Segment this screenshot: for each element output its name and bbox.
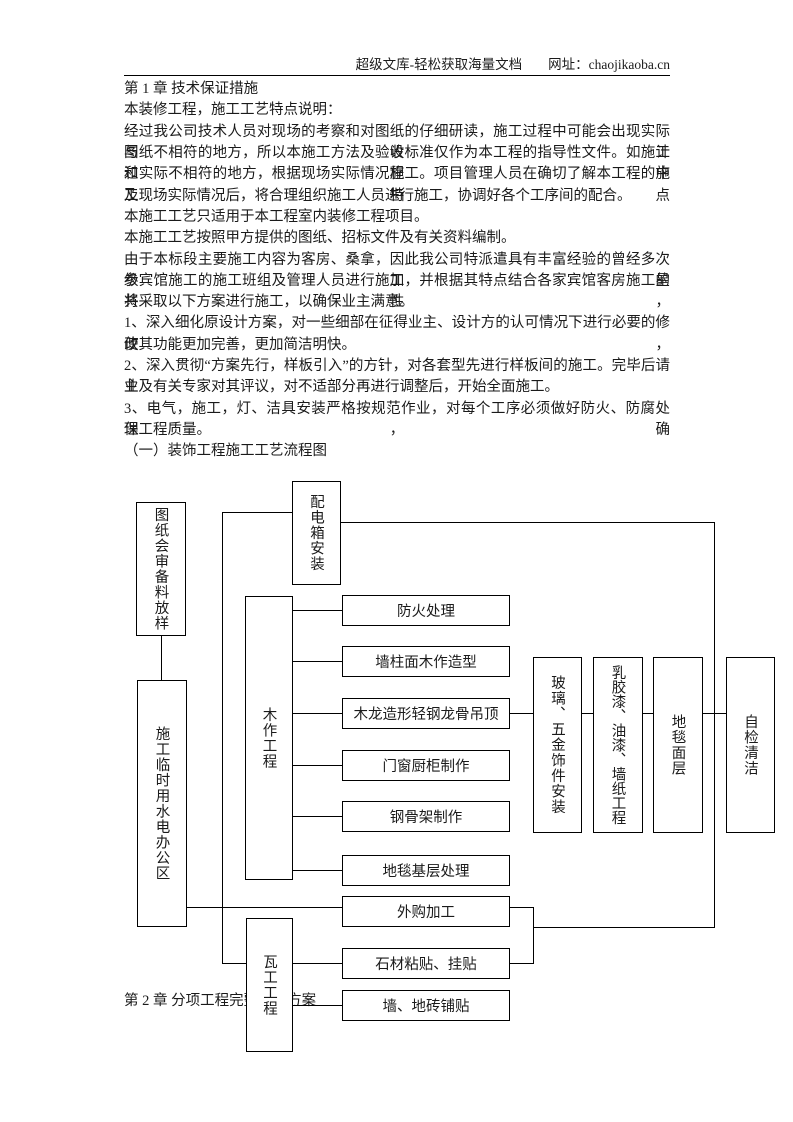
header-site-text: 超级文库-轻松获取海量文档 (355, 57, 523, 72)
header-rule (124, 75, 670, 76)
body-line: 经过我公司技术人员对现场的考察和对图纸的仔细研读，施工过程中可能会出现实际与设计 (124, 123, 670, 161)
flow-connector-line (293, 963, 342, 964)
flow-connector-line (187, 907, 342, 908)
flow-box-keel-ceiling: 木龙造形轻钢龙骨吊顶 (342, 698, 510, 729)
flow-connector-line (510, 963, 533, 964)
flow-connector-line (222, 512, 223, 963)
body-line: 2、深入贯彻“方案先行，样板引入”的方针，对各套型先进行样板间的施工。完毕后请业 (124, 358, 670, 396)
flow-connector-line (643, 713, 653, 714)
flow-chart-caption: （一）装饰工程施工工艺流程图 (124, 443, 327, 460)
flow-connector-line (510, 713, 533, 714)
flow-box-paint-wallpaper: 乳胶漆、油漆、墙纸工程 (593, 657, 643, 833)
body-line: 主及有关专家对其评议，对不适部分再进行调整后，开始全面施工。 (124, 379, 559, 396)
flow-box-woodwork: 木作工程 (245, 596, 293, 880)
body-line: 本装修工程，施工工艺特点说明： (124, 102, 342, 119)
body-line: 使其功能更加完善，更加简洁明快。 (124, 336, 356, 353)
flow-connector-line (533, 907, 534, 964)
flow-box-stone-paste-hang: 石材粘贴、挂贴 (342, 948, 510, 979)
flow-box-temp-utilities: 施工临时用水电办公区 (137, 680, 187, 927)
flow-box-wall-floor-tile: 墙、地砖铺贴 (342, 990, 510, 1021)
document-body: 第 1 章 技术保证措施 本装修工程，施工工艺特点说明： 经过我公司技术人员对现… (124, 79, 670, 463)
body-line: 本施工工艺只适用于本工程室内装修工程项目。 (124, 208, 429, 225)
body-line: 1、深入细化原设计方案，对一些细部在征得业主、设计方的认可情况下进行必要的修改， (124, 315, 670, 353)
flow-connector-line (222, 512, 292, 513)
flow-box-power-box-install: 配电箱安装 (292, 481, 341, 585)
flow-box-drawing-review: 图纸会审备料放样 (136, 502, 186, 636)
flow-box-steel-frame: 钢骨架制作 (342, 801, 510, 832)
body-line: 3、电气，施工，灯、洁具安装严格按规范作业，对每个工序必须做好防火、防腐处理，确 (124, 400, 670, 438)
body-line: 本施工工艺按照甲方提供的图纸、招标文件及有关资料编制。 (124, 230, 516, 247)
flow-box-door-window-cabinet: 门窗厨柜制作 (342, 750, 510, 781)
flow-connector-line (341, 522, 714, 523)
flow-connector-line (293, 610, 342, 611)
flow-connector-line (161, 636, 162, 680)
chapter-1-heading: 第 1 章 技术保证措施 (124, 81, 259, 97)
header-url-text: 网址：chaojikaoba.cn (548, 57, 670, 72)
flow-connector-line (293, 870, 342, 871)
flow-connector-line (582, 713, 593, 714)
body-line: 由于本标段主要施工内容为客房、桑拿，因此我公司特派遣具有丰富经验的曾经多次参加星 (124, 251, 670, 289)
flow-box-fireproofing: 防火处理 (342, 595, 510, 626)
flow-connector-line (293, 816, 342, 817)
body-line: 级宾馆施工的施工班组及管理人员进行施工，并根据其特点结合各家宾馆客房施工的共性， (124, 272, 670, 311)
flow-box-glass-hardware: 玻璃、五金饰件安装 (533, 657, 582, 833)
flow-box-carpet-base: 地毯基层处理 (342, 855, 510, 886)
flow-connector-line (293, 661, 342, 662)
flow-connector-line (533, 927, 714, 928)
body-line: 和实际不相符的地方，根据现场实际情况施工。项目管理人员在确切了解本工程的施工特点 (124, 166, 670, 204)
flow-connector-line (714, 522, 715, 928)
flow-box-self-check-clean: 自检清洁 (726, 657, 775, 833)
flow-box-outsourced-process: 外购加工 (342, 896, 510, 927)
flow-connector-line (293, 765, 342, 766)
flow-connector-line (510, 907, 533, 908)
body-line: 图纸不相符的地方，所以本施工方法及验收标准仅作为本工程的指导性文件。如施工过程中 (124, 144, 670, 183)
flow-connector-line (293, 713, 342, 714)
flow-connector-line (222, 963, 246, 964)
body-line: 将采取以下方案进行施工，以确保业主满意。 (124, 294, 414, 311)
flow-connector-line (703, 713, 726, 714)
flow-box-carpet-surface: 地毯面层 (653, 657, 703, 833)
body-line: 保工程质量。 (124, 422, 211, 438)
page-header: 超级文库-轻松获取海量文档 网址：chaojikaoba.cn (124, 53, 670, 73)
chapter-2-heading: 第 2 章 分项工程完整施工方案 (124, 993, 317, 1009)
flow-box-wall-column-wood: 墙柱面木作造型 (342, 646, 510, 677)
body-line: 及现场实际情况后，将合理组织施工人员进行施工，协调好各个工序间的配合。 (124, 187, 632, 204)
flow-box-masonry-work: 瓦工工程 (246, 918, 293, 1052)
